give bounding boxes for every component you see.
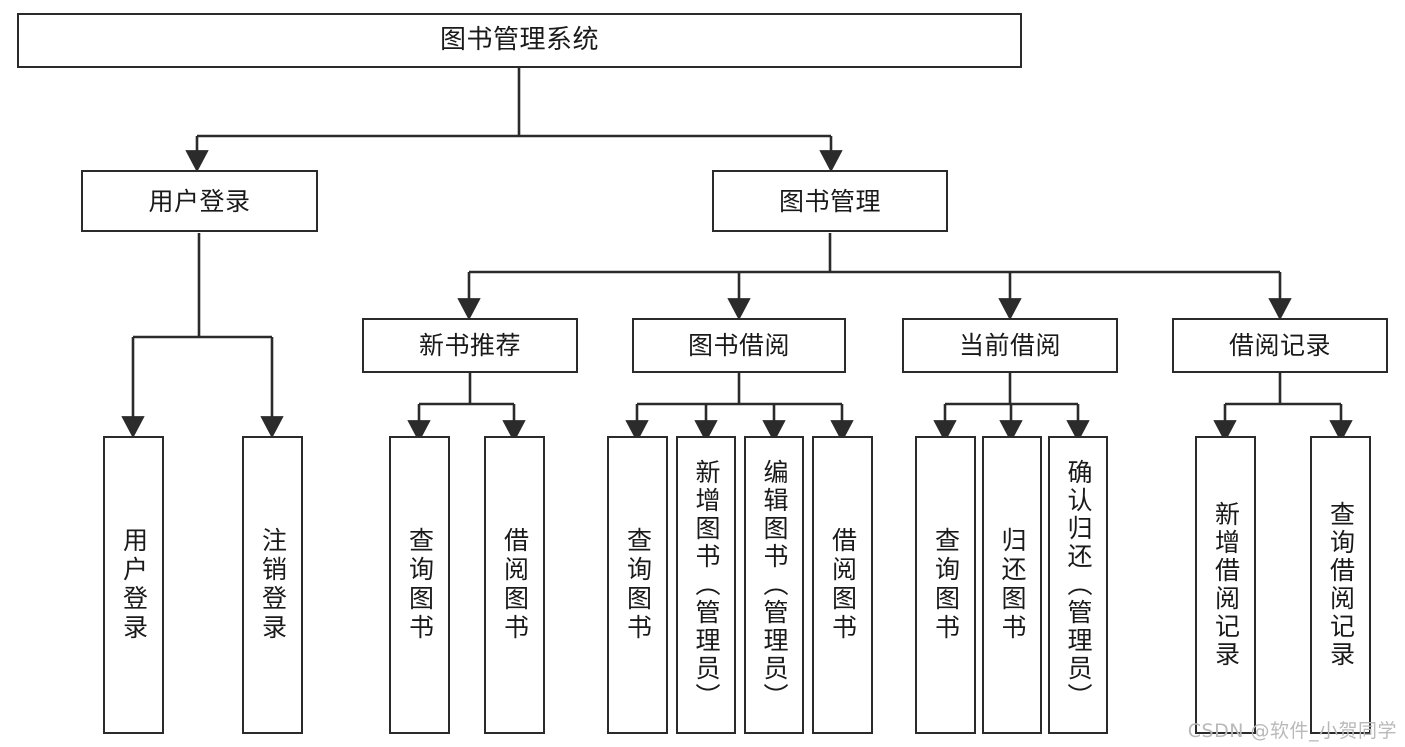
- node-leaf-logout[interactable]: 注销登录: [242, 436, 303, 734]
- node-book-borrow[interactable]: 图书借阅: [632, 318, 846, 373]
- node-leaf-confirm-return-admin[interactable]: 确认归还（管理员）: [1048, 436, 1108, 734]
- node-label: 归还图书: [998, 527, 1027, 643]
- node-label: 查询图书: [931, 527, 961, 643]
- node-leaf-borrow-book-newbook[interactable]: 借阅图书: [484, 436, 545, 734]
- node-leaf-borrow-book-borrow[interactable]: 借阅图书: [812, 436, 873, 734]
- node-label: 用户登录: [148, 186, 251, 216]
- node-label: 借阅图书: [500, 527, 530, 643]
- node-label: 查询借阅记录: [1326, 501, 1356, 669]
- csdn-watermark: CSDN @软件_小贺同学: [1187, 720, 1397, 742]
- node-leaf-return-book[interactable]: 归还图书: [982, 436, 1042, 734]
- node-borrow-record[interactable]: 借阅记录: [1172, 318, 1388, 373]
- node-label: 图书管理: [778, 186, 881, 216]
- node-leaf-add-book-admin[interactable]: 新增图书（管理员）: [676, 436, 736, 734]
- node-label: 图书借阅: [687, 331, 790, 360]
- node-user-login[interactable]: 用户登录: [81, 170, 318, 232]
- node-leaf-query-book-current[interactable]: 查询图书: [915, 436, 976, 734]
- node-leaf-query-book-newbook[interactable]: 查询图书: [389, 436, 450, 734]
- node-root-system[interactable]: 图书管理系统: [17, 13, 1022, 68]
- node-leaf-add-borrow-record[interactable]: 新增借阅记录: [1195, 436, 1256, 734]
- node-label: 新书推荐: [418, 331, 521, 360]
- node-label: 图书管理系统: [439, 25, 599, 56]
- node-label: 当前借阅: [958, 331, 1061, 360]
- node-label: 借阅记录: [1228, 331, 1331, 360]
- node-label: 编辑图书（管理员）: [760, 459, 789, 711]
- node-label: 新增借阅记录: [1211, 501, 1241, 669]
- node-label: 查询图书: [623, 527, 653, 643]
- node-label: 注销登录: [258, 527, 288, 643]
- node-label: 查询图书: [405, 527, 435, 643]
- node-label: 借阅图书: [828, 527, 858, 643]
- node-label: 用户登录: [119, 527, 149, 643]
- node-leaf-user-login[interactable]: 用户登录: [103, 436, 164, 734]
- node-book-management[interactable]: 图书管理: [712, 170, 948, 232]
- node-leaf-query-borrow-record[interactable]: 查询借阅记录: [1310, 436, 1371, 734]
- node-current-borrow[interactable]: 当前借阅: [902, 318, 1118, 373]
- node-label: 新增图书（管理员）: [692, 459, 721, 711]
- node-label: 确认归还（管理员）: [1064, 459, 1093, 711]
- node-leaf-edit-book-admin[interactable]: 编辑图书（管理员）: [744, 436, 804, 734]
- node-new-book-recommend[interactable]: 新书推荐: [362, 318, 578, 373]
- node-leaf-query-book-borrow[interactable]: 查询图书: [607, 436, 668, 734]
